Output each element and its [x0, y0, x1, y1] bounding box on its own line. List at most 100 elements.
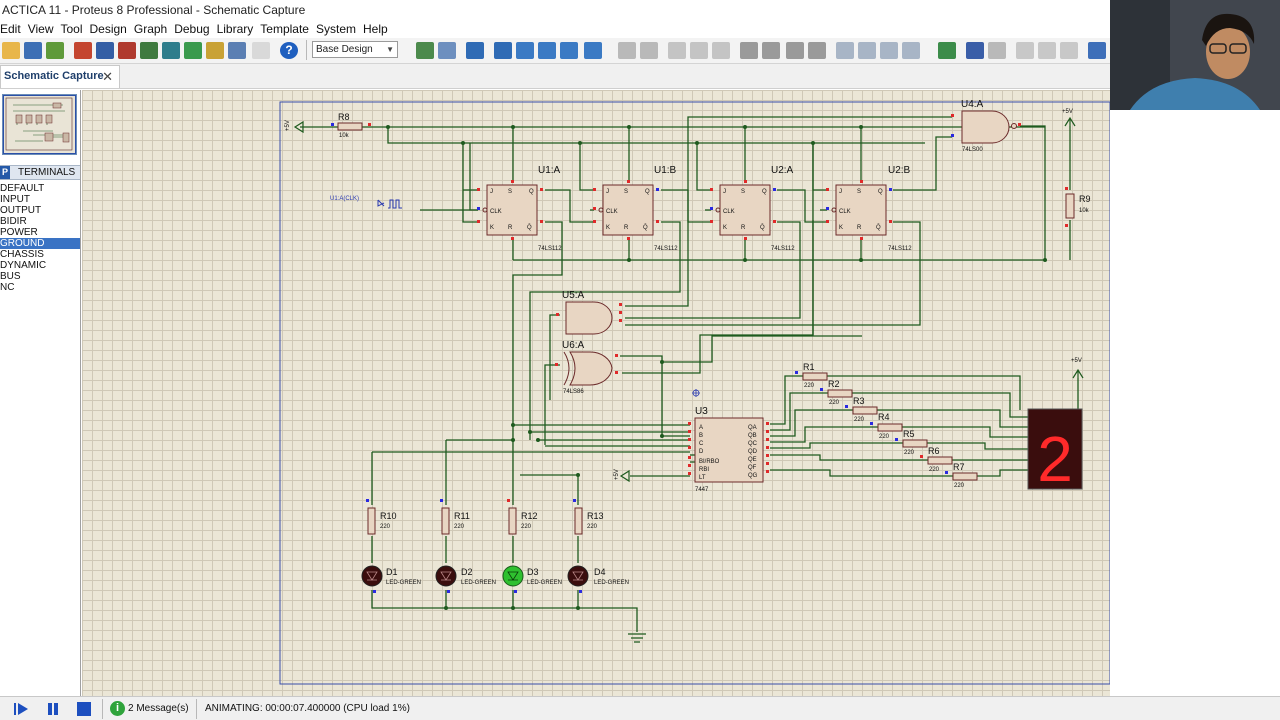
make-device-icon[interactable]	[858, 42, 876, 59]
grid-icon[interactable]	[438, 42, 456, 59]
bom-icon[interactable]	[206, 42, 224, 59]
menu-graph[interactable]: Graph	[133, 22, 168, 36]
exit-to-parent-icon[interactable]	[1060, 42, 1078, 59]
menu-debug[interactable]: Debug	[174, 22, 210, 36]
pick-parts-icon[interactable]	[836, 42, 854, 59]
resistor-r4[interactable]: R4 220	[870, 412, 903, 440]
pcb-icon[interactable]	[118, 42, 136, 59]
notes-icon[interactable]	[252, 42, 270, 59]
seven-segment-display[interactable]: 2	[1027, 408, 1083, 495]
resistor-r11[interactable]: R11 220	[440, 499, 470, 535]
block-rotate-icon[interactable]	[786, 42, 804, 59]
origin-icon[interactable]	[466, 42, 484, 59]
menu-help[interactable]: Help	[363, 22, 388, 36]
led-d1[interactable]: D1 LED-GREEN	[361, 565, 421, 593]
mode-badge[interactable]: P	[0, 166, 10, 179]
clock-generator[interactable]: U1:A(CLK)	[330, 196, 402, 209]
search-tag-icon[interactable]	[966, 42, 984, 59]
paste-icon[interactable]	[712, 42, 730, 59]
resistor-r12[interactable]: R12 220	[507, 499, 538, 535]
ground-terminal[interactable]	[628, 633, 646, 643]
new-sheet-icon[interactable]	[1016, 42, 1034, 59]
import-icon[interactable]	[46, 42, 64, 59]
design-explorer-icon[interactable]	[184, 42, 202, 59]
menu-design[interactable]: Design	[89, 22, 127, 36]
remove-sheet-icon[interactable]	[1038, 42, 1056, 59]
resistor-r2[interactable]: R2 220	[820, 379, 853, 406]
power-terminal-display[interactable]: +5V	[1071, 358, 1084, 379]
terminal-item-output[interactable]: OUTPUT	[0, 205, 42, 216]
property-assign-icon[interactable]	[988, 42, 1006, 59]
decoder-u3[interactable]: A B C D BI/RBO RBI LT QA QB QC QD QE QF …	[688, 406, 769, 493]
resistor-r5[interactable]: R5 220	[895, 429, 928, 456]
save-icon[interactable]	[24, 42, 42, 59]
and-gate-u5a[interactable]: U5:A	[556, 290, 622, 335]
led-d2[interactable]: D2 LED-GREEN	[435, 565, 496, 593]
power-terminal-right[interactable]: +5V	[1062, 109, 1076, 127]
menu-edit[interactable]: Edit	[0, 22, 21, 36]
block-copy-icon[interactable]	[740, 42, 758, 59]
xor-gate-u6a[interactable]: U6:A 74LS86	[555, 340, 618, 395]
source-code-icon[interactable]	[228, 42, 246, 59]
resistor-r3[interactable]: R3 220	[845, 396, 878, 423]
terminal-item-dynamic[interactable]: DYNAMIC	[0, 260, 47, 271]
resistor-r13[interactable]: R13 220	[573, 499, 604, 535]
terminal-item-nc[interactable]: NC	[0, 282, 15, 293]
led-d3[interactable]: D3 LED-GREEN	[502, 565, 562, 593]
zoom-area-icon[interactable]	[584, 42, 602, 59]
design-select[interactable]: Base Design ▼	[312, 41, 398, 58]
home-icon[interactable]	[74, 42, 92, 59]
pause-button[interactable]	[44, 701, 62, 717]
resistor-r10[interactable]: R10 220	[366, 499, 397, 535]
block-move-icon[interactable]	[762, 42, 780, 59]
resistor-r1[interactable]: R1 220	[795, 362, 828, 389]
block-delete-icon[interactable]	[808, 42, 826, 59]
menu-template[interactable]: Template	[260, 22, 309, 36]
decompose-icon[interactable]	[902, 42, 920, 59]
close-icon[interactable]: ✕	[102, 69, 113, 84]
zoom-in-icon[interactable]	[516, 42, 534, 59]
terminal-item-bidir[interactable]: BIDIR	[0, 216, 27, 227]
resistor-r6[interactable]: R6 220	[920, 446, 953, 473]
menu-system[interactable]: System	[315, 22, 356, 36]
open-folder-icon[interactable]	[2, 42, 20, 59]
undo-icon[interactable]	[618, 42, 636, 59]
3d-view-icon[interactable]	[140, 42, 158, 59]
stop-button[interactable]	[75, 701, 93, 717]
led-d4[interactable]: D4 LED-GREEN	[567, 565, 629, 593]
menu-library[interactable]: Library	[216, 22, 254, 36]
tab-schematic-capture[interactable]: Schematic Capture ✕	[0, 65, 120, 88]
wire-autorouter-icon[interactable]	[938, 42, 956, 59]
refresh-icon[interactable]	[416, 42, 434, 59]
zoom-out-icon[interactable]	[538, 42, 556, 59]
menu-tool[interactable]: Tool	[60, 22, 83, 36]
terminal-item-power[interactable]: POWER	[0, 227, 38, 238]
resistor-r7[interactable]: R7 220	[945, 462, 978, 489]
gerber-icon[interactable]	[162, 42, 180, 59]
terminal-item-bus[interactable]: BUS	[0, 271, 21, 282]
power-terminal-u3[interactable]: +5V	[614, 469, 630, 483]
copy-icon[interactable]	[690, 42, 708, 59]
play-button[interactable]	[12, 701, 30, 717]
redo-icon[interactable]	[640, 42, 658, 59]
overview-window[interactable]	[2, 94, 77, 155]
nand-gate-u4a[interactable]: U4:A 74LS00	[951, 99, 1021, 153]
help-icon[interactable]: ?	[280, 42, 298, 59]
cut-icon[interactable]	[668, 42, 686, 59]
terminal-item-input[interactable]: INPUT	[0, 194, 30, 205]
terminal-item-default[interactable]: DEFAULT	[0, 183, 45, 194]
pan-icon[interactable]	[494, 42, 512, 59]
packaging-icon[interactable]	[880, 42, 898, 59]
erc-icon[interactable]	[1088, 42, 1106, 59]
terminal-item-chassis[interactable]: CHASSIS	[0, 249, 44, 260]
power-terminal-left[interactable]: +5V	[285, 120, 304, 134]
schematic-icon[interactable]	[96, 42, 114, 59]
zoom-all-icon[interactable]	[560, 42, 578, 59]
menu-view[interactable]: View	[27, 22, 54, 36]
